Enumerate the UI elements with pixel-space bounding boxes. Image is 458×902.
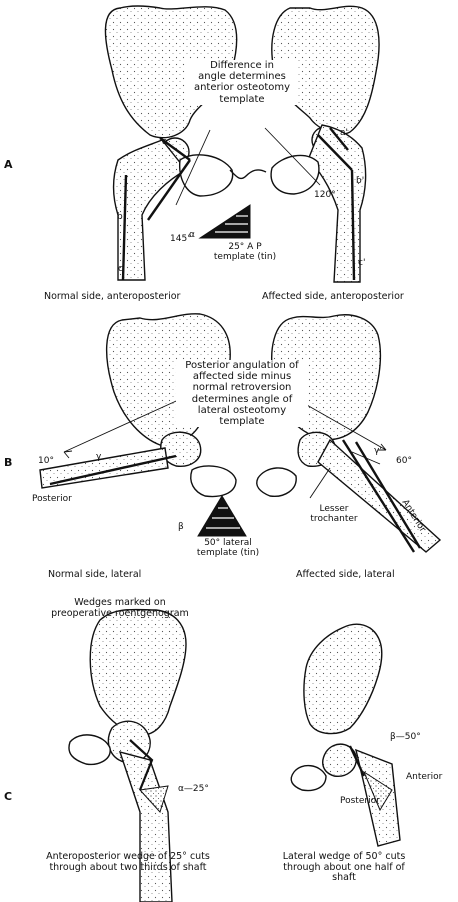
c-left-ilium	[90, 609, 186, 735]
letter-a-prime: a'	[340, 128, 348, 138]
panel-letter-a: A	[4, 158, 13, 171]
panel-letter-c: C	[4, 790, 12, 803]
anterior-label-c: Anterior	[406, 772, 442, 782]
c-right-ilium	[304, 624, 382, 733]
letter-c-prime: c'	[358, 258, 365, 268]
lateral-template-triangle	[198, 496, 246, 536]
letter-b-prime: b'	[356, 176, 364, 186]
angle-60: 60°	[396, 456, 412, 466]
right-femur	[308, 125, 366, 282]
lesser-trochanter-label: Lesser trochanter	[298, 504, 370, 524]
posterior-label-c: Posterior	[340, 796, 380, 806]
panel-c-header: Wedges marked on preoperative roentgenog…	[30, 598, 210, 619]
posterior-label-b: Posterior	[32, 494, 72, 504]
c-left-obturator	[69, 735, 110, 764]
pubis-a	[230, 170, 266, 179]
letter-b: b	[117, 212, 123, 222]
letter-c: c	[118, 264, 123, 274]
panel-a-drawing	[105, 6, 379, 282]
c-right-obturator	[291, 766, 326, 791]
b-left-obturator	[191, 466, 236, 497]
caption-normal-lateral: Normal side, lateral	[48, 570, 141, 581]
ap-template-label: 25° A P template (tin)	[190, 242, 300, 262]
caption-lateral-wedge: Lateral wedge of 50° cuts through about …	[264, 852, 424, 884]
alpha-25-label: α—25°	[178, 784, 209, 794]
caption-ap-wedge: Anteroposterior wedge of 25° cuts throug…	[30, 852, 226, 873]
beta-symbol: β	[178, 522, 184, 532]
gamma-normal: γ	[96, 452, 101, 462]
lateral-template-label: 50° lateral template (tin)	[188, 538, 268, 558]
left-obturator	[180, 155, 233, 196]
panel-b-callout: Posterior angulation of affected side mi…	[176, 360, 308, 427]
caption-affected-lateral: Affected side, lateral	[296, 570, 395, 581]
caption-normal-ap: Normal side, anteroposterior	[44, 292, 180, 303]
gamma-affected: γ'	[374, 446, 382, 456]
letter-a: a	[162, 137, 168, 147]
beta-50-label: β—50°	[390, 732, 421, 742]
right-obturator	[271, 155, 319, 194]
b-right-obturator	[257, 468, 296, 496]
angle-120: 120°	[314, 190, 336, 200]
ap-template-triangle	[200, 205, 250, 238]
alpha-symbol: α	[189, 230, 195, 240]
caption-affected-ap: Affected side, anteroposterior	[262, 292, 404, 303]
panel-b-drawing	[40, 314, 440, 552]
panel-letter-b: B	[4, 456, 12, 469]
panel-a-callout: Difference in angle determines anterior …	[186, 60, 298, 105]
angle-10: 10°	[38, 456, 54, 466]
